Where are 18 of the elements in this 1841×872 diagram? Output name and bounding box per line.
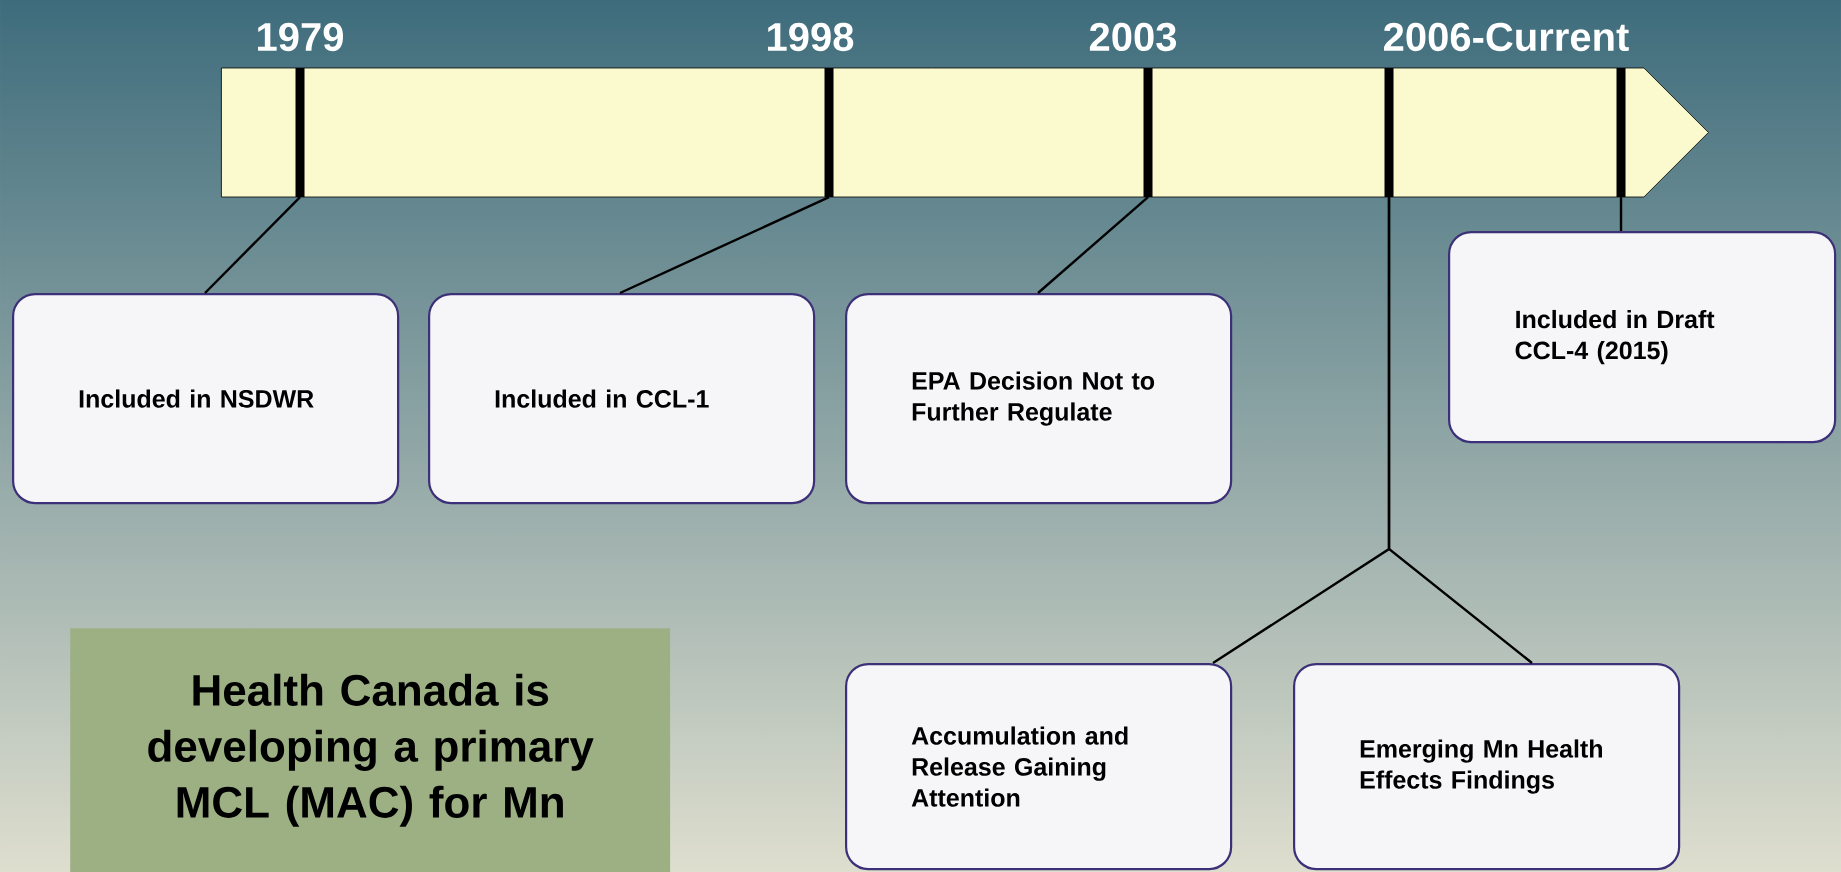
leader-line [619,196,830,295]
tick-mark [1384,68,1394,197]
event-box: Emerging Mn Health Effects Findings [1293,663,1681,871]
tick-mark [295,68,305,197]
note-box: Health Canada is developing a primary MCL (MAC) for Mn [70,628,671,872]
event-box: Included in NSDWR [12,293,400,505]
leader-line [204,196,301,294]
event-box: Included in CCL-1 [428,293,816,505]
tick-mark [1616,68,1626,197]
year-label: 2006-Current [1384,22,1629,52]
event-box: Accumulation and Release Gaining Attention [845,663,1233,871]
event-box: Included in Draft CCL-4 (2015) [1448,231,1837,444]
leader-line [1619,197,1623,231]
leader-line [1037,196,1149,294]
leader-line [1387,197,1533,664]
event-box: EPA Decision Not to Further Regulate [845,293,1233,505]
tick-mark [824,68,834,197]
tick-mark [1143,68,1153,197]
